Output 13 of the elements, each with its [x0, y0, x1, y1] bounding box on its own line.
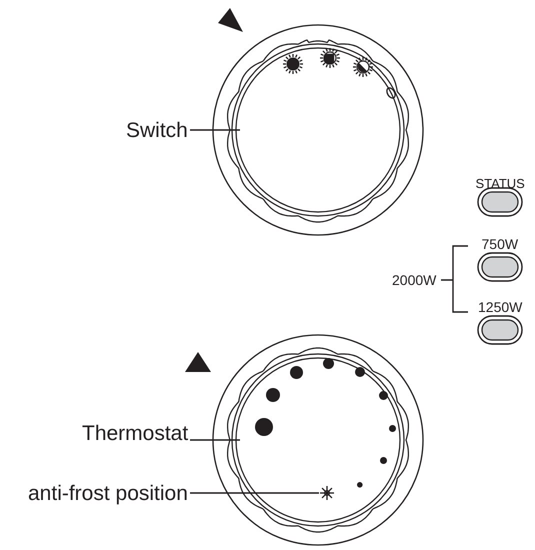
snowflake-icon: [319, 485, 335, 501]
button-label: STATUS: [476, 176, 525, 190]
thermostat-knob: [211, 333, 425, 547]
button-label: 1250W: [478, 300, 522, 314]
power-label: 2000W: [392, 273, 436, 287]
button-label: 750W: [482, 237, 518, 251]
leader-line: [190, 492, 319, 494]
switch-label: Switch: [126, 120, 188, 140]
switch-knob: [211, 23, 425, 237]
leader-line: [190, 439, 240, 441]
leader-line: [190, 129, 240, 131]
thermostat-label: Thermostat: [82, 422, 188, 444]
anti-frost-label: anti-frost position: [28, 482, 188, 504]
